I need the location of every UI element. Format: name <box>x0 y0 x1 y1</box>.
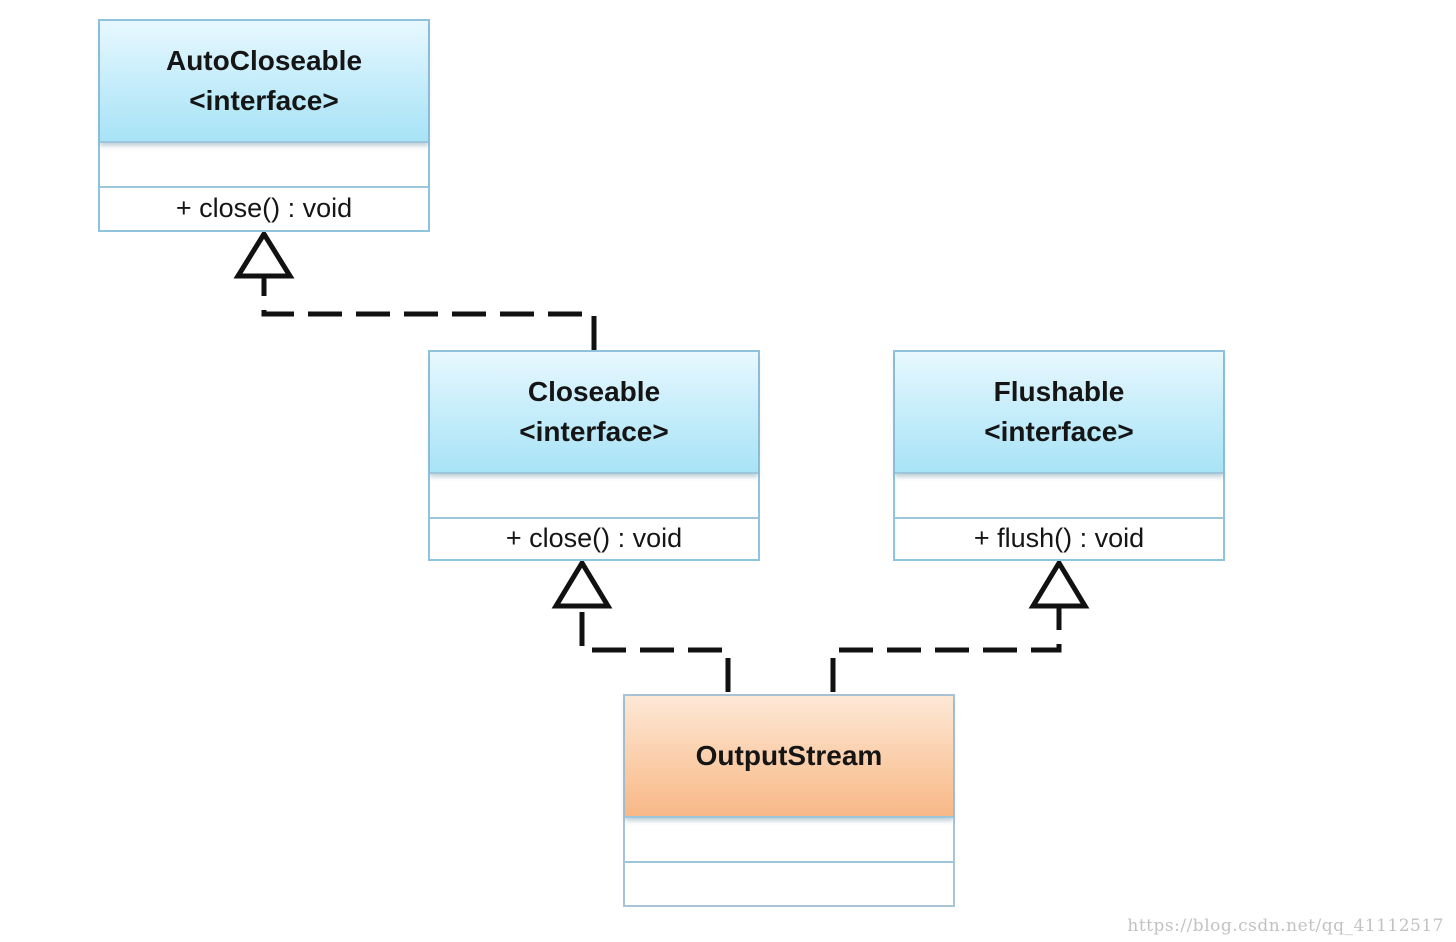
autocloseable-attributes <box>100 143 428 188</box>
flushable-interface-box: Flushable <interface> + flush() : void <box>893 350 1225 561</box>
autocloseable-stereotype: <interface> <box>189 85 339 116</box>
closeable-interface-box: Closeable <interface> + close() : void <box>428 350 760 561</box>
realization-arrowhead <box>551 558 613 609</box>
flushable-name: Flushable <box>993 376 1125 407</box>
closeable-header: Closeable <interface> <box>430 352 758 474</box>
watermark-url: https://blog.csdn.net/qq_41112517 <box>1127 916 1444 936</box>
flushable-flush-operation: + flush() : void <box>973 523 1145 553</box>
outputstream-to-closeable-connector <box>579 606 731 692</box>
outputstream-name: OutputStream <box>695 740 883 771</box>
autocloseable-close-operation: + close() : void <box>175 193 353 223</box>
autocloseable-interface-box: AutoCloseable <interface> + close() : vo… <box>98 19 430 232</box>
realization-arrowhead <box>1028 558 1090 609</box>
flushable-attributes <box>895 474 1223 519</box>
autocloseable-name: AutoCloseable <box>165 45 363 76</box>
closeable-attributes <box>430 474 758 519</box>
outputstream-header: OutputStream <box>625 696 953 818</box>
outputstream-to-flushable-connector <box>830 606 1062 692</box>
closeable-close-operation: + close() : void <box>505 523 683 553</box>
outputstream-operations <box>625 862 953 905</box>
outputstream-attributes <box>625 818 953 863</box>
flushable-header: Flushable <interface> <box>895 352 1223 474</box>
closeable-operations: + close() : void <box>430 518 758 559</box>
outputstream-class-box: OutputStream <box>623 694 955 907</box>
flushable-operations: + flush() : void <box>895 518 1223 559</box>
closeable-to-autocloseable-connector <box>261 276 597 350</box>
closeable-stereotype: <interface> <box>519 416 669 447</box>
autocloseable-operations: + close() : void <box>100 187 428 230</box>
flushable-stereotype: <interface> <box>984 416 1134 447</box>
closeable-name: Closeable <box>527 376 661 407</box>
autocloseable-header: AutoCloseable <interface> <box>100 21 428 143</box>
realization-arrowhead <box>233 229 295 279</box>
